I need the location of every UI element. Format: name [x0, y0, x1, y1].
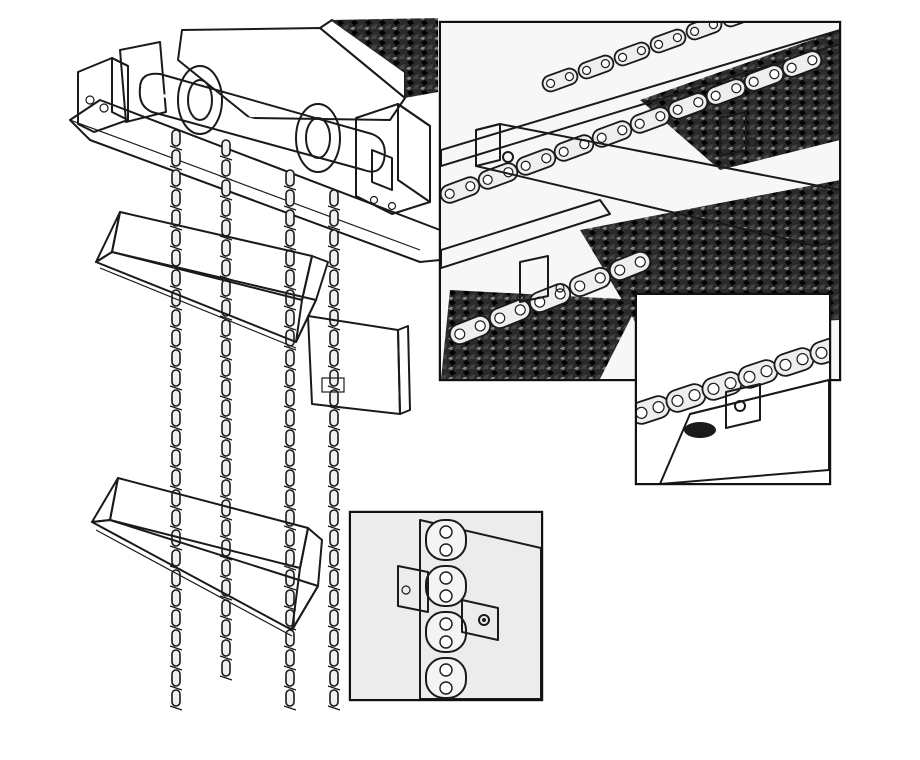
vertical-chain [425, 519, 467, 699]
support-beam [69, 99, 441, 263]
right-bearing [355, 103, 431, 215]
chain-strand-2 [219, 139, 233, 681]
flight-attachment [719, 111, 757, 157]
chain-strand-3 [283, 169, 297, 711]
chain-strand-1 [169, 129, 183, 711]
right-sprocket [295, 103, 341, 173]
inset-bucket-mount [348, 510, 544, 702]
lower-bucket [91, 477, 323, 637]
intermediate-box [307, 315, 411, 415]
elevator-chains [169, 129, 341, 711]
closeup-chain [637, 335, 829, 425]
inset-conveyor [438, 20, 842, 382]
head-shaft [138, 72, 386, 173]
conveyor-chain-upper [441, 50, 823, 204]
main-view [69, 18, 441, 711]
upper-bucket [95, 211, 329, 349]
closeup-chain-links [637, 335, 829, 425]
left-sprocket [177, 65, 223, 135]
mount-bracket-right [461, 599, 499, 641]
mount-chain-links [425, 519, 467, 699]
mount-bracket-left [397, 565, 429, 613]
feed-chute [177, 18, 438, 121]
conveyor-chains [441, 23, 823, 345]
inset-attachment-closeup [634, 292, 832, 486]
conveyor-chain-back [541, 23, 759, 93]
conveyor-chain-lower [448, 251, 652, 345]
chain-strand-4 [327, 189, 341, 711]
flight-attachment-lower [519, 255, 565, 303]
left-bearing [77, 41, 167, 133]
